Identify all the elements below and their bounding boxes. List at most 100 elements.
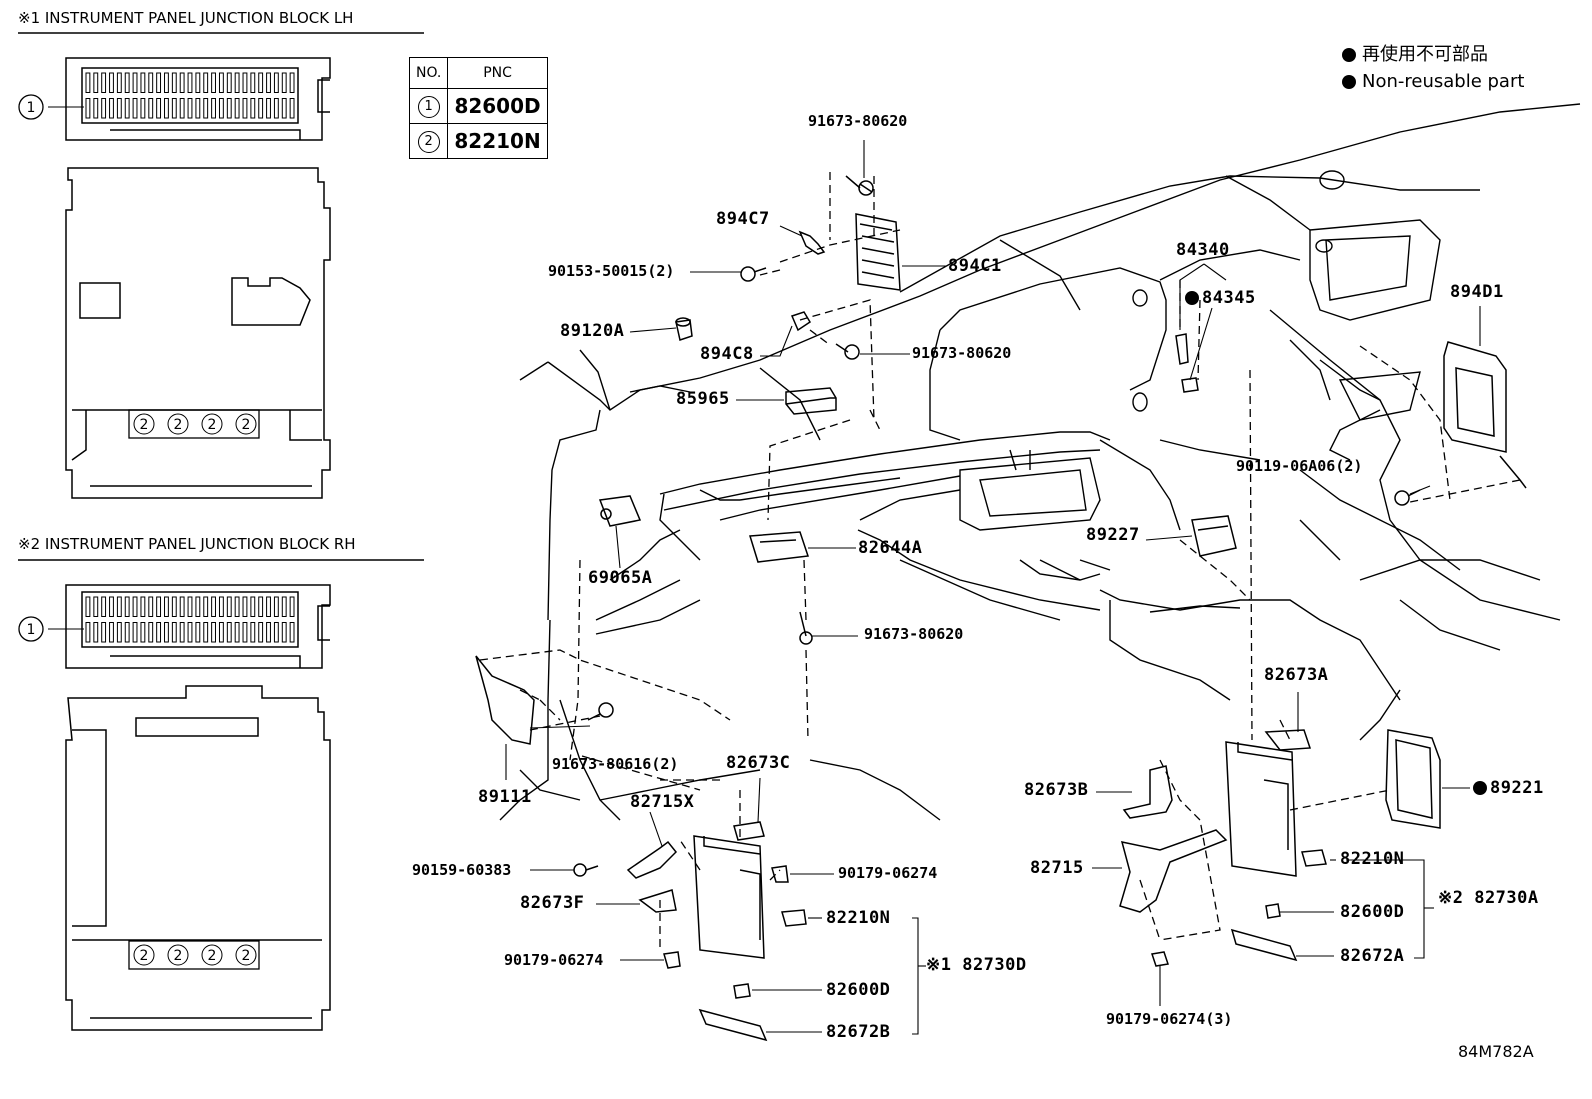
non-reusable-dot-84345 xyxy=(1185,291,1199,305)
module-89221-icon xyxy=(1385,729,1441,829)
bracket-82673F-icon xyxy=(638,889,677,913)
part-label: 82673B xyxy=(1024,780,1089,800)
dashed-leaders xyxy=(479,172,1521,950)
lh-header: ※1 INSTRUMENT PANEL JUNCTION BLOCK LH xyxy=(18,9,354,27)
solid-leaders xyxy=(48,106,1481,1035)
part-label: 82673A xyxy=(1264,665,1329,685)
clip-894C8-icon xyxy=(790,311,812,332)
part-label: 82600D xyxy=(1340,902,1405,922)
part-label: 90179-06274 xyxy=(504,951,604,969)
part-label: 85965 xyxy=(676,389,730,409)
svg-text:2: 2 xyxy=(174,417,183,433)
svg-text:1: 1 xyxy=(27,100,36,116)
part-label: ※2 82730A xyxy=(1438,888,1539,908)
part-85965-icon xyxy=(785,387,837,415)
non-reusable-dot-icon xyxy=(1342,48,1356,62)
bolt-91673-80616-icon xyxy=(587,702,614,721)
part-label: 894C8 xyxy=(700,344,754,364)
part-84340-icon xyxy=(1175,333,1199,393)
part-89111-icon xyxy=(475,655,535,745)
lh-block-body xyxy=(65,167,331,499)
part-label: 89120A xyxy=(560,321,625,341)
junction-block-82730D-icon xyxy=(693,835,765,959)
module-894D1-icon xyxy=(1443,341,1527,489)
part-label: 90159-60383 xyxy=(412,861,512,879)
part-label: ※1 82730D xyxy=(926,955,1027,975)
part-label: 894C1 xyxy=(948,256,1002,276)
part-label: 90179-06274 xyxy=(838,864,938,882)
callout-two-lh-group: 2 2 2 2 xyxy=(128,409,260,439)
figure-id: 84M782A xyxy=(1458,1042,1534,1061)
bracket-82673A-icon xyxy=(1264,729,1312,751)
col-no-header: NO. xyxy=(408,57,449,89)
clip-90179-c-icon xyxy=(1151,951,1169,967)
svg-text:2: 2 xyxy=(242,417,251,433)
junction-block-82730A-icon xyxy=(1225,741,1297,877)
part-label: 90179-06274(3) xyxy=(1106,1010,1233,1028)
part-label: 82210N xyxy=(826,908,891,928)
part-label: 84345 xyxy=(1202,288,1256,308)
part-label: 84340 xyxy=(1176,240,1230,260)
non-reusable-dot-89221 xyxy=(1473,781,1487,795)
bracket-82715-icon xyxy=(1119,829,1228,913)
col-pnc-header: PNC xyxy=(447,57,548,89)
bracket-82673C-icon xyxy=(733,821,765,841)
pnc-table: NO. PNC 1 82600D 2 82210N xyxy=(408,57,548,159)
svg-text:2: 2 xyxy=(242,948,251,964)
part-label: 89221 xyxy=(1490,778,1544,798)
svg-text:1: 1 xyxy=(27,622,36,638)
part-label: 82672B xyxy=(826,1022,891,1042)
lh-connector-pins xyxy=(85,72,295,119)
bolt-91673-80620-low-icon xyxy=(799,611,813,645)
part-69065A-icon xyxy=(598,495,642,527)
part-label: 82672A xyxy=(1340,946,1405,966)
part-label: 69065A xyxy=(588,568,653,588)
connector-82644A-icon xyxy=(749,531,810,563)
part-label: 91673-80620 xyxy=(912,344,1012,362)
rh-block-body xyxy=(65,685,331,1031)
row-no: 1 xyxy=(408,88,449,124)
bolt-91673-80620-mid-icon xyxy=(835,343,860,360)
part-label: 82715X xyxy=(630,792,695,812)
part-label: 82210N xyxy=(1340,849,1405,869)
row-pnc: 82600D xyxy=(447,88,548,124)
part-label: 894D1 xyxy=(1450,282,1504,302)
sensor-89120A-icon xyxy=(675,317,693,341)
instrument-panel-outline xyxy=(499,103,1581,821)
module-894C1-icon xyxy=(855,213,901,291)
clip-90179-b-icon xyxy=(663,951,681,969)
bolt-90119-icon xyxy=(1394,489,1421,506)
legend-jp: 再使用不可部品 xyxy=(1342,46,1488,64)
svg-text:2: 2 xyxy=(208,948,217,964)
part-label: 91673-80620 xyxy=(864,625,964,643)
part-label: 89227 xyxy=(1086,525,1140,545)
connector-82210N-right-icon xyxy=(1301,849,1327,867)
clip-90179-a-icon xyxy=(771,865,789,883)
non-reusable-dot-icon xyxy=(1342,75,1356,89)
part-label: 89111 xyxy=(478,787,532,807)
part-label: 82673F xyxy=(520,893,585,913)
cover-82672A-icon xyxy=(1230,928,1298,962)
connector-82210N-left-icon xyxy=(781,909,807,927)
part-82600D-left-icon xyxy=(733,983,751,999)
bracket-82715X-icon xyxy=(626,840,678,879)
part-label: 91673-80616(2) xyxy=(552,755,679,773)
bolt-90159-icon xyxy=(573,863,599,877)
bolt-91673-80620-top-icon xyxy=(845,175,874,196)
svg-text:2: 2 xyxy=(208,417,217,433)
svg-text:2: 2 xyxy=(140,948,149,964)
part-82600D-right-icon xyxy=(1265,903,1281,919)
rh-connector-pins xyxy=(85,596,295,643)
part-label: 90119-06A06(2) xyxy=(1236,457,1363,475)
part-label: 90153-50015(2) xyxy=(548,262,675,280)
row-no: 2 xyxy=(408,123,449,159)
bolt-90153-icon xyxy=(740,266,767,282)
part-label: 82600D xyxy=(826,980,891,1000)
cover-82672B-icon xyxy=(698,1008,768,1042)
callout-two-rh-group: 2 2 2 2 xyxy=(128,940,260,970)
part-89227-icon xyxy=(1191,515,1237,557)
part-label: 82673C xyxy=(726,753,791,773)
part-label: 82644A xyxy=(858,538,923,558)
bracket-82673B-icon xyxy=(1122,765,1173,819)
